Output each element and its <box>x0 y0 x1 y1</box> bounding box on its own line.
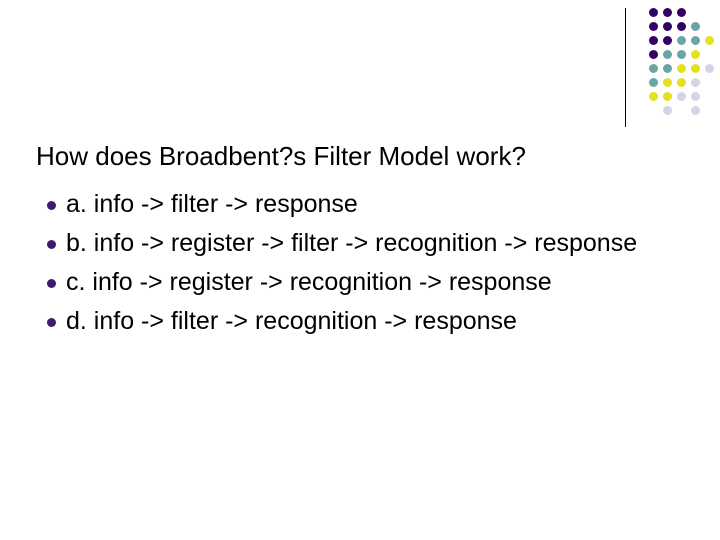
dot-grid-ornament <box>620 0 720 132</box>
dot-grid-cell <box>663 50 672 59</box>
dot-grid-cell <box>677 78 686 87</box>
dot-grid-cell <box>677 8 686 17</box>
dot-grid-cell <box>691 50 700 59</box>
dot-grid-cell <box>677 22 686 31</box>
dot-grid-cell <box>649 36 658 45</box>
answer-choice-c: c. info -> register -> recognition -> re… <box>66 268 552 296</box>
dot-grid-cell <box>705 36 714 45</box>
answer-choice-list: a. info -> filter -> response b. info ->… <box>36 185 696 341</box>
page-title: How does Broadbent?s Filter Model work? <box>36 141 526 171</box>
bullet-dot-icon <box>47 318 56 327</box>
dot-grid-cell <box>691 64 700 73</box>
bullet-dot-icon <box>47 240 56 249</box>
dot-grid-cell <box>663 8 672 17</box>
dot-grid-cell <box>677 50 686 59</box>
dot-grid-cell <box>691 106 700 115</box>
dot-grid-cell <box>663 22 672 31</box>
dot-grid-cell <box>649 50 658 59</box>
dot-grid-cell <box>677 92 686 101</box>
dot-grid-cell <box>663 106 672 115</box>
dot-grid-cell <box>649 22 658 31</box>
list-item: c. info -> register -> recognition -> re… <box>36 263 696 302</box>
answer-choice-a: a. info -> filter -> response <box>66 190 358 218</box>
list-item: b. info -> register -> filter -> recogni… <box>36 224 696 263</box>
dot-grid-cell <box>691 22 700 31</box>
list-item: d. info -> filter -> recognition -> resp… <box>36 302 696 341</box>
dot-grid-cell <box>691 92 700 101</box>
bullet-dot-icon <box>47 279 56 288</box>
dot-grid-cell <box>649 78 658 87</box>
dot-grid-cell <box>663 78 672 87</box>
dot-grid-cell <box>649 92 658 101</box>
vertical-rule-divider <box>625 8 626 127</box>
dot-grid-cell <box>691 78 700 87</box>
answer-choice-b: b. info -> register -> filter -> recogni… <box>66 229 638 257</box>
bullet-dot-icon <box>47 201 56 210</box>
answer-choice-d: d. info -> filter -> recognition -> resp… <box>66 307 517 335</box>
dot-grid-cell <box>649 8 658 17</box>
list-item: a. info -> filter -> response <box>36 185 696 224</box>
dot-grid-cell <box>663 64 672 73</box>
dot-grid-cell <box>663 36 672 45</box>
dot-grid-cell <box>691 36 700 45</box>
dot-grid-cell <box>663 92 672 101</box>
dot-grid-cell <box>649 64 658 73</box>
dot-grid-cell <box>677 36 686 45</box>
dot-grid-cell <box>705 64 714 73</box>
dot-grid-cell <box>677 64 686 73</box>
